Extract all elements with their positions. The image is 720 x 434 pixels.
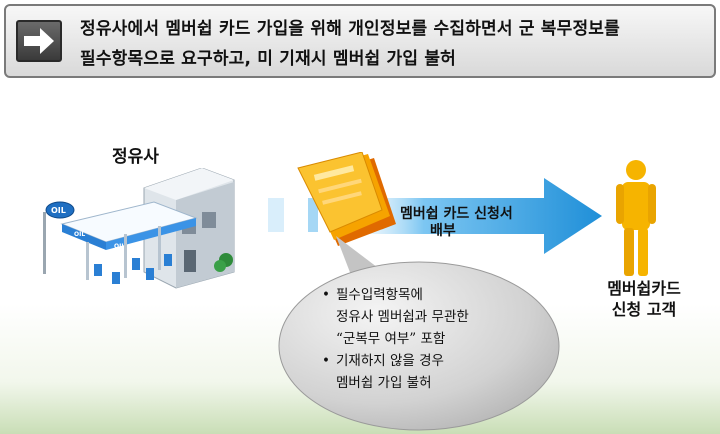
bubble-text: 필수입력항목에 정유사 멤버쉽과 무관한 “군복무 여부” 포함 기재하지 않을… — [322, 284, 562, 394]
arrow-label: 멤버쉽 카드 신청서 배부 — [400, 206, 560, 240]
bubble-item-2-line-2: 멤버쉽 가입 불허 — [336, 375, 432, 391]
arrow-right-icon — [16, 20, 62, 62]
header-title-line-2: 필수항목으로 요구하고, 미 기재시 멤버쉽 가입 불허 — [80, 49, 457, 69]
header-title: 정유사에서 멤버쉽 카드 가입을 위해 개인정보를 수집하면서 군 복무정보를 … — [80, 14, 710, 74]
bubble-item-2-line-1: 기재하지 않을 경우 — [336, 353, 444, 369]
station-label: 정유사 — [112, 147, 159, 167]
bubble-item-1-line-2: 정유사 멤버쉽과 무관한 — [336, 309, 469, 325]
bubble-item-1-line-3: “군복무 여부” 포함 — [336, 331, 446, 347]
arrow-label-line-2: 배부 — [430, 223, 456, 239]
bubble-item-1-line-1: 필수입력항목에 — [336, 287, 423, 303]
flow-arrow — [268, 178, 602, 254]
bubble-item-1: 필수입력항목에 정유사 멤버쉽과 무관한 “군복무 여부” 포함 — [322, 284, 562, 350]
header-title-line-1: 정유사에서 멤버쉽 카드 가입을 위해 개인정보를 수집하면서 군 복무정보를 — [80, 19, 620, 39]
form-document-icon — [297, 152, 396, 246]
customer-figure-icon — [616, 160, 656, 276]
customer-label-line-1: 멤버쉽카드 — [607, 279, 681, 298]
header-banner: 정유사에서 멤버쉽 카드 가입을 위해 개인정보를 수집하면서 군 복무정보를 … — [4, 4, 716, 78]
gas-station-illustration: OIL OIL OIL — [43, 168, 235, 289]
bubble-item-2: 기재하지 않을 경우 멤버쉽 가입 불허 — [322, 350, 562, 394]
canopy-brand-right: OIL — [114, 243, 125, 250]
canopy-brand-left: OIL — [74, 231, 85, 238]
customer-label-line-2: 신청 고객 — [611, 300, 677, 319]
oil-sign: OIL — [51, 206, 66, 215]
arrow-label-line-1: 멤버쉽 카드 신청서 — [400, 206, 513, 222]
customer-label: 멤버쉽카드 신청 고객 — [592, 278, 696, 320]
